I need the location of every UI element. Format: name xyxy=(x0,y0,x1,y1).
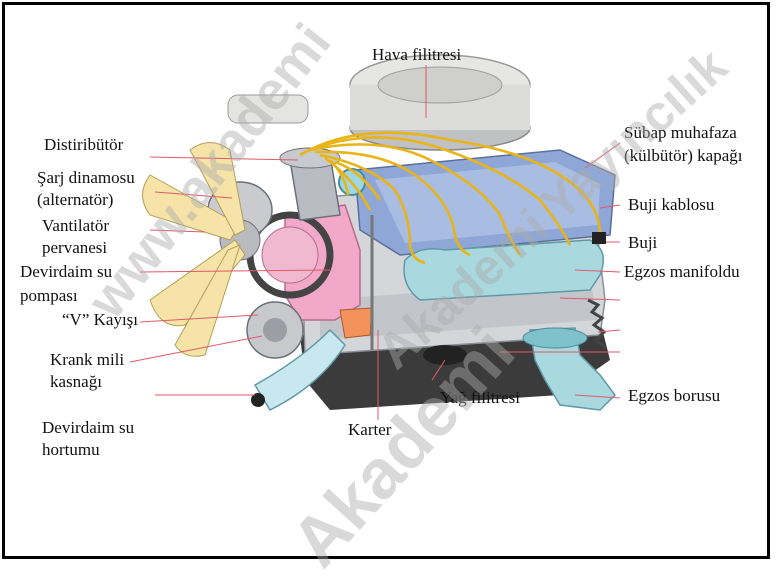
label-sarj-dinamosu: Şarj dinamosu xyxy=(37,168,135,188)
label-karter: Karter xyxy=(348,420,391,440)
label-egzos-borusu: Egzos borusu xyxy=(628,386,720,406)
label-kasnagi: kasnağı xyxy=(50,372,102,392)
label-buji: Buji xyxy=(628,233,657,253)
label-vantilator: Vantilatör xyxy=(42,216,109,236)
label-v-kayisi: “V” Kayışı xyxy=(62,310,138,330)
label-pervanesi: pervanesi xyxy=(42,238,107,258)
label-alternator: (alternatör) xyxy=(37,190,113,210)
oil-filter xyxy=(423,345,467,365)
label-egzos-manifoldu: Egzos manifoldu xyxy=(624,262,740,282)
spark-plug xyxy=(592,232,606,244)
label-hortumu: hortumu xyxy=(42,440,100,460)
exhaust-manifold xyxy=(404,240,603,300)
label-subap-muhafaza: Sübap muhafaza xyxy=(624,123,737,143)
label-buji-kablosu: Buji kablosu xyxy=(628,195,714,215)
label-devirdaim-pompasi: Devirdaim su xyxy=(20,262,112,282)
thermostat xyxy=(340,308,372,338)
label-yag-filitresi: Yağ filitresi xyxy=(440,388,520,408)
label-pompasi: pompası xyxy=(20,286,78,306)
label-krank-mili: Krank mili xyxy=(50,350,124,370)
label-kulbutor-kapagi: (külbütör) kapağı xyxy=(624,146,743,166)
label-devirdaim-hortumu: Devirdaim su xyxy=(42,418,134,438)
label-hava-filitresi: Hava filitresi xyxy=(372,45,461,65)
label-distributor: Distiribütör xyxy=(44,135,123,155)
engine-illustration xyxy=(0,0,776,565)
